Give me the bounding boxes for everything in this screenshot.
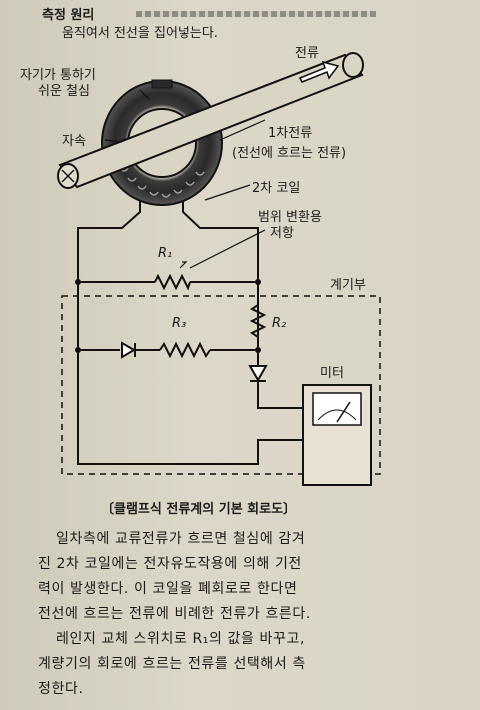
label-core-line2: 쉬운 철심: [38, 84, 90, 99]
page-title: 측정 원리: [42, 8, 95, 23]
meter-section-box: [61, 295, 381, 475]
body-line-2: 진 2차 코일에는 전자유도작용에 의해 기전: [38, 556, 302, 572]
label-core-line1: 자기가 통하기: [20, 68, 96, 83]
label-range-resistor: 범위 변환용: [258, 210, 322, 225]
leader-lines: [104, 89, 266, 269]
label-r2: R₂: [272, 316, 287, 331]
label-r1: R₁: [158, 246, 173, 261]
body-line-3: 력이 발생한다. 이 코일을 폐회로로 한다면: [38, 581, 298, 597]
circuit-diagram: [57, 52, 381, 486]
label-primary-current: 1차전류: [268, 126, 313, 141]
circuit-wiring: [77, 200, 303, 465]
label-current: 전류: [295, 46, 319, 61]
current-arrow: [298, 60, 340, 83]
label-primary-current-desc: (전선에 흐르는 전류): [232, 146, 347, 161]
label-meter-section: 계기부: [330, 278, 366, 293]
junction-dots: [75, 279, 261, 353]
resistor-r2: [249, 304, 267, 338]
body-line-5: 레인지 교체 스위치로 R₁의 값을 바꾸고,: [56, 631, 306, 647]
label-move-wire: 움직여서 전선을 집어넣는다.: [62, 26, 218, 41]
resistor-r1: [154, 273, 191, 291]
diagram-caption: 〔클램프식 전류계의 기본 회로도〕: [101, 502, 297, 517]
body-line-1: 일차측에 교류전류가 흐르면 철심에 감겨: [56, 531, 306, 547]
body-line-7: 정한다.: [38, 681, 84, 697]
body-line-6: 계량기의 회로에 흐르는 전류를 선택해서 측: [38, 656, 306, 672]
body-line-4: 전선에 흐르는 전류에 비례한 전류가 흐른다.: [38, 606, 311, 622]
diode-vertical: [248, 365, 268, 383]
meter-icon: [302, 384, 372, 486]
blurred-heading-text: [136, 11, 376, 17]
primary-wire: [57, 52, 364, 189]
diode-left: [121, 341, 136, 359]
label-meter: 미터: [320, 366, 344, 381]
resistor-r3: [159, 341, 211, 359]
label-secondary-coil: 2차 코일: [252, 181, 301, 196]
label-r3: R₃: [172, 316, 187, 331]
label-flux: 자속: [62, 134, 86, 149]
label-range-resistor-2: 저항: [270, 226, 294, 241]
